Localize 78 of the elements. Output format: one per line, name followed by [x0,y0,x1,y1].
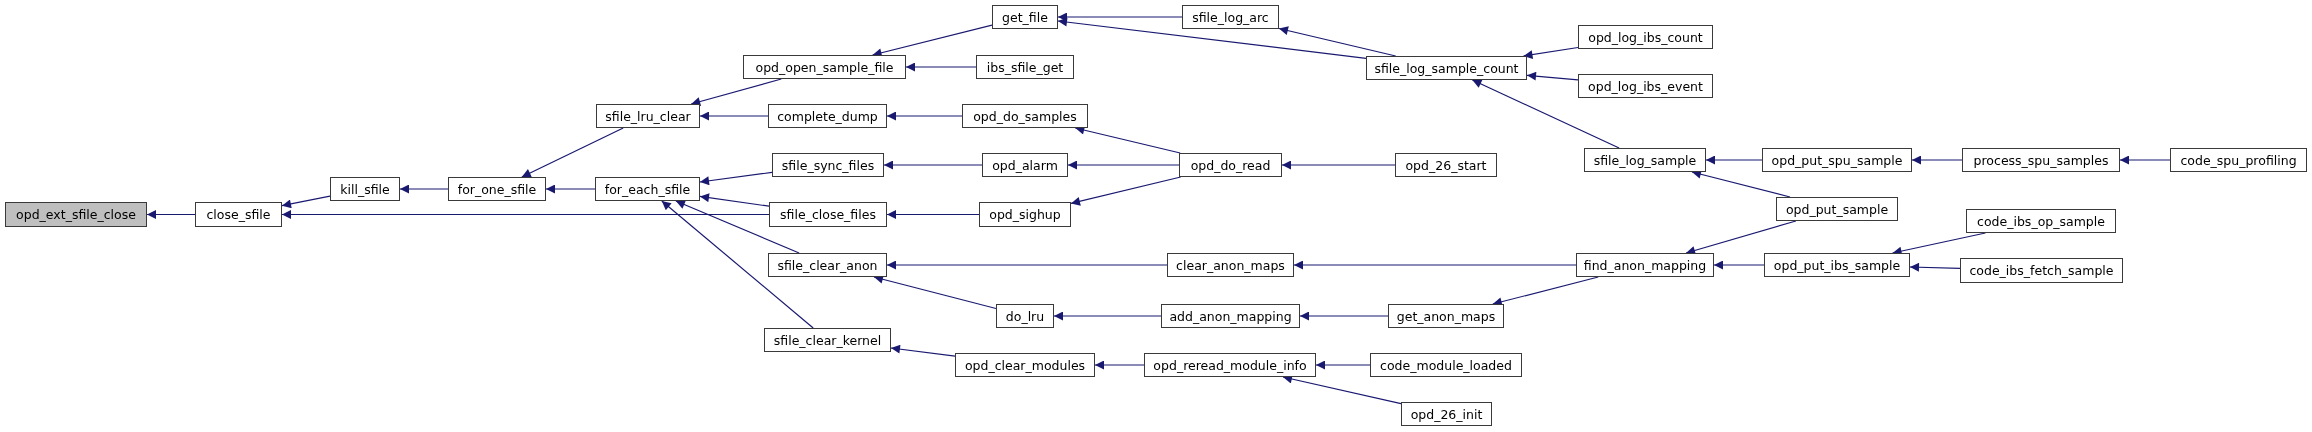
function-box: opd_put_sample [1776,197,1898,221]
function-box: code_ibs_op_sample [1966,209,2116,233]
call-arrow [281,195,331,209]
function-box: opd_clear_modules [955,353,1095,377]
call-arrow [886,210,980,219]
function-box: code_module_loaded [1370,353,1522,377]
call-arrow [1278,26,1397,57]
function-box: sfile_close_files [769,202,887,227]
call-arrow [1911,155,1963,165]
function-box: for_each_sfile [595,177,700,201]
function-box: sfile_log_sample [1584,148,1706,172]
call-arrow [1705,155,1763,165]
call-arrow [1471,79,1620,149]
function-box: sfile_log_arc [1182,5,1279,29]
function-box: sfile_clear_kernel [764,328,891,352]
function-box: process_spu_samples [1962,148,2120,172]
call-arrow [146,210,196,219]
function-box: sfile_sync_files [772,153,884,177]
call-arrow [1299,311,1389,321]
function-box: complete_dump [768,104,887,128]
call-arrow [521,127,624,178]
function-box: ibs_sfile_get [976,55,1074,79]
call-arrow [675,200,800,254]
function-box: find_anon_mapping [1576,253,1714,277]
function-box: code_spu_profiling [2170,148,2307,172]
call-arrow [1293,260,1577,270]
call-arrow [1526,71,1579,81]
function-box: for_one_sfile [448,177,546,201]
function-box: clear_anon_maps [1167,253,1294,277]
call-arrow [890,344,956,357]
call-arrow [699,111,769,121]
function-box: opd_open_sample_file [743,55,906,79]
call-arrow [886,260,1168,270]
call-arrow [545,184,596,194]
call-arrow [2119,155,2171,165]
call-arrow [1067,160,1180,170]
call-arrow [1713,260,1765,270]
call-arrow [1057,12,1183,22]
call-arrow [661,200,814,329]
function-box: opd_log_ibs_count [1578,25,1713,49]
call-arrow [699,171,773,186]
function-box: do_lru [996,304,1054,328]
function-box: code_ibs_fetch_sample [1960,258,2123,283]
function-box: add_anon_mapping [1161,304,1300,328]
call-arrow [1315,360,1371,370]
call-arrow [1070,176,1182,206]
call-arrow [399,184,449,194]
function-box: opd_log_ibs_event [1578,74,1713,98]
call-arrow [1053,311,1162,321]
function-box: opd_do_read [1179,153,1282,177]
call-arrow [281,210,770,219]
function-box: opd_put_spu_sample [1762,148,1912,172]
call-arrow [905,62,977,72]
function-box: close_sfile [195,202,282,227]
function-box: get_anon_maps [1388,304,1504,328]
function-box: sfile_lru_clear [596,104,700,128]
call-arrow [1685,220,1797,255]
function-box: opd_put_ibs_sample [1764,253,1910,277]
function-box: kill_sfile [330,177,400,201]
call-arrow [1909,262,1961,272]
function-box: opd_sighup [979,202,1071,227]
call-arrow [1522,46,1579,60]
function-box: opd_do_samples [962,104,1088,128]
function-box: sfile_clear_anon [768,253,887,277]
call-arrow [699,193,770,207]
function-box: opd_26_start [1395,153,1497,177]
function-box: get_file [992,5,1058,29]
call-arrow [886,111,963,121]
function-box: opd_26_init [1401,402,1492,426]
call-arrow [1281,160,1396,170]
call-arrow [690,78,782,106]
call-arrow [1057,17,1367,59]
function-box: opd_reread_module_info [1144,353,1316,377]
function-box: opd_ext_sfile_close [5,202,147,227]
call-arrow [883,160,983,170]
function-box: sfile_log_sample_count [1366,56,1527,80]
call-arrow [1094,360,1145,370]
function-box: opd_alarm [982,153,1068,177]
